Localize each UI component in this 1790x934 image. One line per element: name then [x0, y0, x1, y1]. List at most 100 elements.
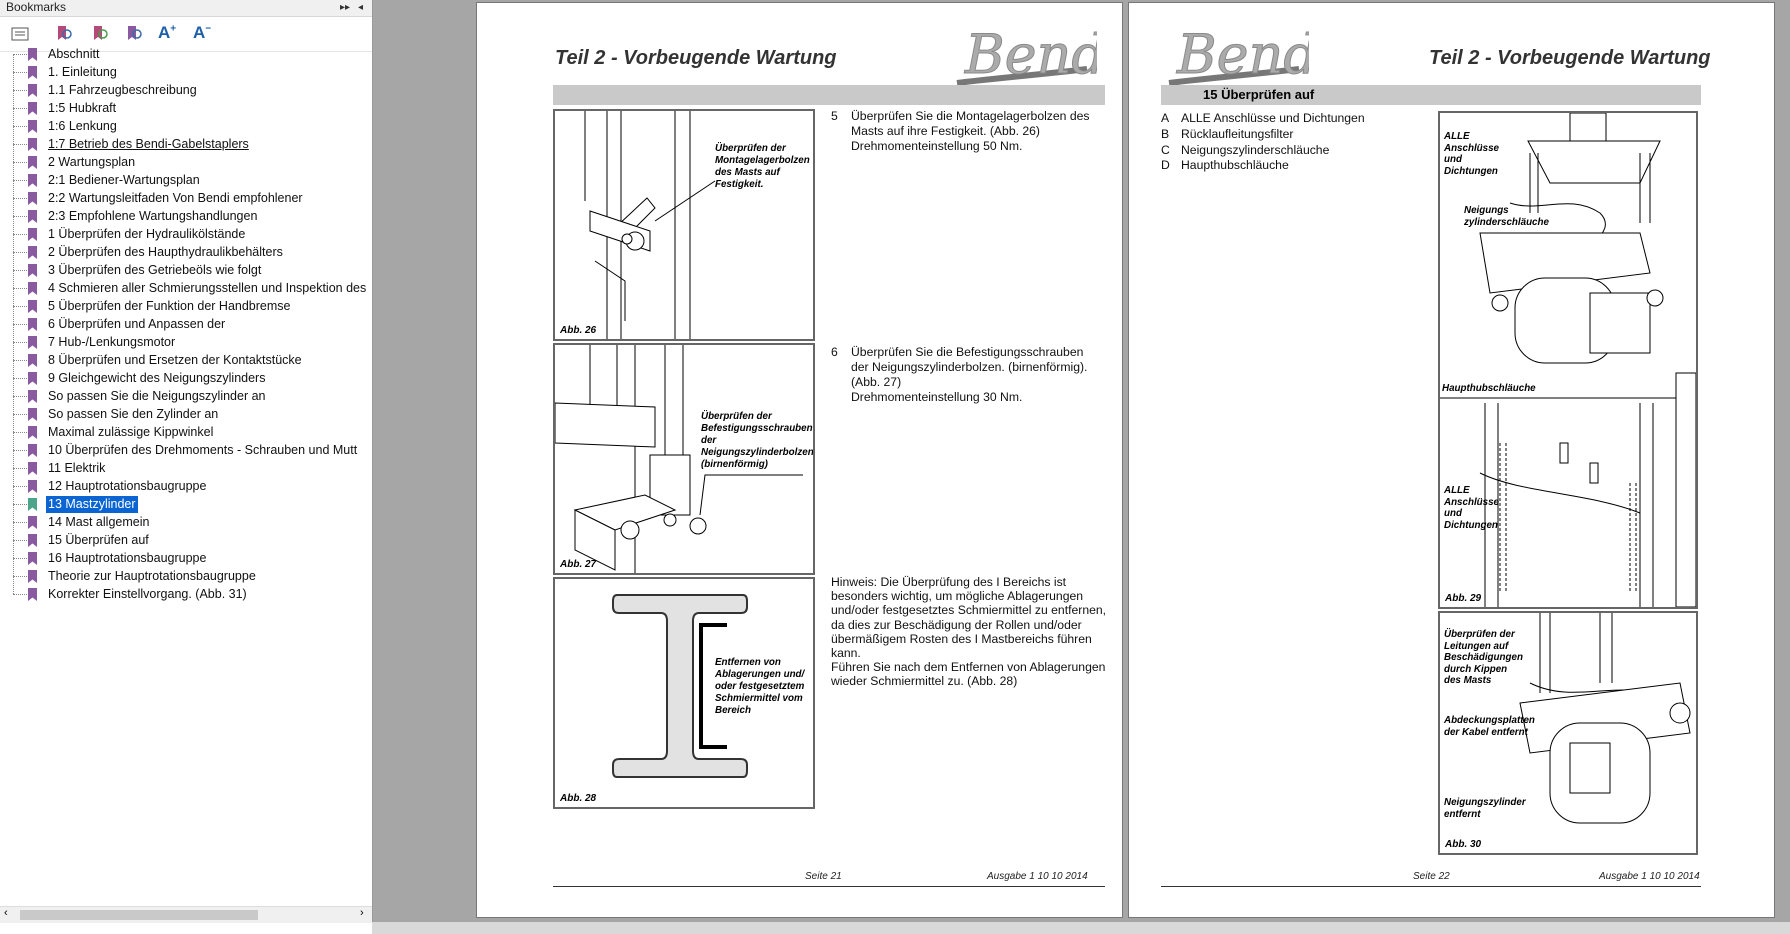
step-6-number: 6 — [831, 345, 838, 359]
bookmark-icon — [28, 408, 37, 421]
tree-connector — [13, 450, 27, 451]
bookmark-icon — [28, 354, 37, 367]
tree-connector — [13, 90, 27, 91]
tree-connector — [13, 162, 27, 163]
bookmark-label: 1. Einleitung — [48, 65, 117, 79]
bookmark-icon — [28, 228, 37, 241]
expand-bookmark-icon[interactable] — [90, 24, 110, 44]
bookmark-label: 10 Überprüfen des Drehmoments - Schraube… — [48, 443, 358, 457]
bookmark-label: 1:5 Hubkraft — [48, 101, 117, 115]
horizontal-scrollbar[interactable]: ‹ › — [0, 906, 372, 923]
bookmark-label: 5 Überprüfen der Funktion der Handbremse — [48, 299, 291, 313]
section-heading: 15 Überprüfen auf — [1203, 87, 1315, 102]
figure-label: Abb. 28 — [560, 793, 597, 804]
bookmark-icon — [28, 246, 37, 259]
bookmark-label: 14 Mast allgemein — [48, 515, 150, 529]
footer-rule — [1161, 886, 1701, 887]
tree-connector — [13, 486, 27, 487]
tree-connector — [13, 252, 27, 253]
bookmark-icon — [28, 318, 37, 331]
bookmark-label: 7 Hub-/Lenkungsmotor — [48, 335, 176, 349]
find-bookmark-icon[interactable] — [124, 24, 144, 44]
bookmark-icon — [28, 66, 37, 79]
page-title: Teil 2 - Vorbeugende Wartung — [555, 47, 837, 69]
bookmark-label: 12 Hauptrotationsbaugruppe — [48, 479, 207, 493]
bookmark-icon — [28, 390, 37, 403]
bookmark-icon — [28, 480, 37, 493]
bookmark-icon — [28, 174, 37, 187]
scroll-right-icon[interactable]: › — [360, 907, 364, 919]
bookmark-label: 13 Mastzylinder — [46, 496, 138, 513]
bookmark-label: 16 Hauptrotationsbaugruppe — [48, 551, 207, 565]
tree-connector — [13, 306, 27, 307]
collapse-panel-icon[interactable]: ▸▸ — [340, 2, 351, 13]
bookmark-label: 1:6 Lenkung — [48, 119, 117, 133]
panel-title: Bookmarks — [6, 0, 67, 14]
figure-label: Abb. 29 — [1445, 593, 1482, 604]
tree-connector — [13, 288, 27, 289]
bookmark-icon — [28, 498, 37, 511]
page-title: Teil 2 - Vorbeugende Wartung — [1429, 47, 1711, 69]
bookmark-options-icon[interactable] — [10, 24, 30, 44]
bookmark-label: 2 Überprüfen des Haupthydraulikbehälters — [48, 245, 283, 259]
bookmark-label: Abschnitt — [48, 47, 100, 61]
bookmark-icon — [28, 336, 37, 349]
figure-label: Abb. 27 — [560, 559, 597, 570]
svg-text:Bendi: Bendi — [1176, 23, 1309, 86]
bookmark-icon — [28, 264, 37, 277]
bookmark-icon — [28, 588, 37, 601]
increase-text-size-icon[interactable]: A+ — [158, 23, 177, 42]
tree-connector — [13, 432, 27, 433]
bookmark-icon — [28, 138, 37, 151]
scrollbar-thumb[interactable] — [20, 910, 258, 920]
decrease-text-size-icon[interactable]: A− — [193, 23, 212, 42]
bookmark-icon — [28, 426, 37, 439]
scroll-left-icon[interactable]: ‹ — [4, 907, 8, 919]
bookmark-label: So passen Sie die Neigungszylinder an — [48, 389, 266, 403]
tree-connector — [13, 504, 27, 505]
navigation-bar — [372, 922, 1790, 934]
step-6-text: Überprüfen Sie die Befestigungsschrauben… — [851, 345, 1088, 404]
close-panel-icon[interactable]: ◂ — [358, 2, 364, 13]
bookmark-label: Korrekter Einstellvorgang. (Abb. 31) — [48, 587, 247, 601]
tree-connector — [13, 396, 27, 397]
callout-main-hoses: Haupthubschläuche — [1442, 383, 1536, 394]
bookmark-icon — [28, 462, 37, 475]
svg-text:Bendi: Bendi — [964, 23, 1097, 86]
edition-date: Ausgabe 1 10 10 2014 — [1599, 871, 1700, 882]
bookmark-label: 2:3 Empfohlene Wartungshandlungen — [48, 209, 258, 223]
bookmark-label: 11 Elektrik — [48, 461, 106, 475]
page-number: Seite 21 — [805, 871, 842, 882]
tree-connector — [13, 198, 27, 199]
bookmark-label: 1:7 Betrieb des Bendi-Gabelstaplers — [48, 137, 249, 151]
tree-connector — [13, 522, 27, 523]
bookmark-icon — [28, 120, 37, 133]
step-5-number: 5 — [831, 109, 838, 123]
note-text: Hinweis: Die Überprüfung des I Bereichs … — [831, 575, 1107, 689]
bendi-logo: Bendi — [1168, 23, 1309, 87]
document-page-22: Bendi Teil 2 - Vorbeugende Wartung 15 Üb… — [1128, 2, 1775, 918]
new-bookmark-icon[interactable] — [54, 24, 74, 44]
bookmark-icon — [28, 516, 37, 529]
tree-connector — [13, 270, 27, 271]
tree-connector — [13, 360, 27, 361]
bookmark-label: 2:1 Bediener-Wartungsplan — [48, 173, 200, 187]
bookmark-label: 9 Gleichgewicht des Neigungszylinders — [48, 371, 266, 385]
tree-connector — [13, 144, 27, 145]
